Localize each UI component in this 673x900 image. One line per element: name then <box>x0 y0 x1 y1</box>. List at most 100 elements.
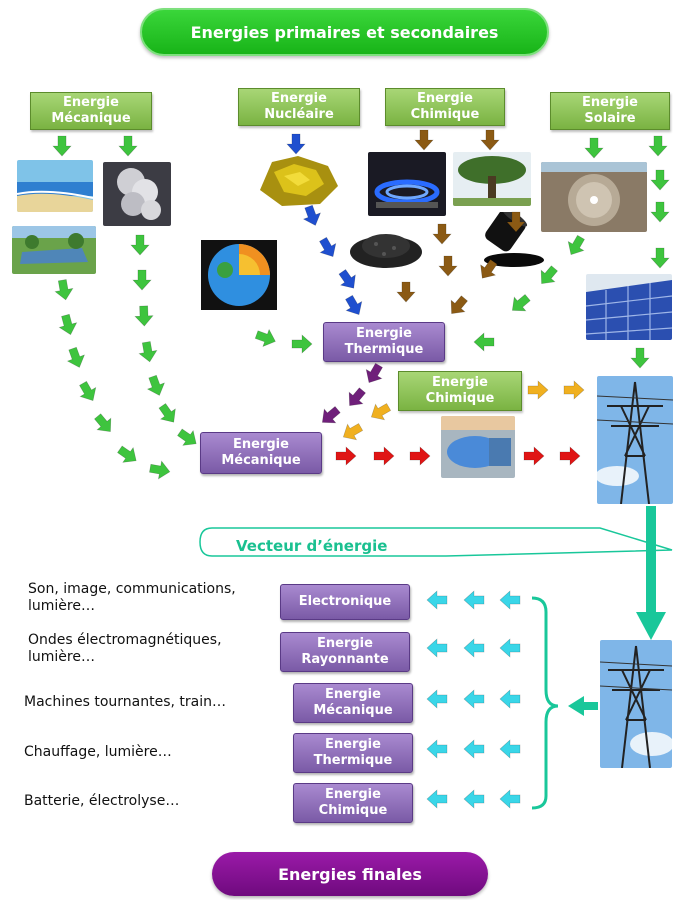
orange-arrow <box>563 380 585 400</box>
red-arrow <box>559 446 581 466</box>
final-box-thermique-line2: Thermique <box>313 753 393 768</box>
brown-arrow <box>480 259 498 279</box>
primary-box-solaire: Energie Solaire <box>550 92 670 130</box>
final-box-mecanique-line1: Energie <box>325 687 381 702</box>
final-box-electronique: Electronique <box>280 584 410 620</box>
final-box-chimique-line1: Energie <box>325 787 381 802</box>
primary-box-solaire-line1: Energie <box>582 95 638 110</box>
green-arrow <box>58 313 78 336</box>
power-pylon-image-top <box>597 376 673 504</box>
blue-arrow <box>338 269 356 289</box>
red-arrow <box>523 446 545 466</box>
conversion-box-chimique: Energie Chimique <box>398 371 522 411</box>
green-arrow <box>254 328 276 347</box>
primary-box-mecanique-line1: Energie <box>63 95 119 110</box>
final-box-thermique-line1: Energie <box>325 737 381 752</box>
primary-box-chimique-line2: Chimique <box>410 107 480 122</box>
final-use-description-chimique: Batterie, électrolyse… <box>24 793 179 810</box>
red-arrow <box>409 446 431 466</box>
bracket-arrow-head <box>568 696 584 716</box>
brown-arrow <box>438 255 458 277</box>
green-arrow <box>138 341 158 363</box>
gas-flame-image <box>368 152 446 216</box>
final-box-electronique-line1: Electronique <box>298 594 392 609</box>
green-arrow <box>630 347 650 369</box>
final-box-rayonnante-line1: Energie <box>317 636 373 651</box>
footer-title: Energies finales <box>278 864 422 884</box>
final-box-thermique: Energie Thermique <box>293 733 413 773</box>
conversion-box-thermique: Energie Thermique <box>323 322 445 362</box>
cyan-arrow <box>426 590 448 610</box>
lake-dam-image <box>12 226 96 274</box>
blue-arrow <box>345 294 363 316</box>
brown-arrow <box>480 129 500 151</box>
final-uses-bracket <box>531 596 559 810</box>
cyan-arrow <box>463 638 485 658</box>
vector-down-arrow-shaft <box>646 506 656 614</box>
green-arrow <box>540 265 558 285</box>
primary-box-mecanique: Energie Mécanique <box>30 92 152 130</box>
conversion-box-chimique-line2: Chimique <box>425 391 495 406</box>
cyan-arrow <box>426 739 448 759</box>
footer-title-pill: Energies finales <box>212 852 488 896</box>
vector-down-arrow-head <box>636 612 666 640</box>
final-box-mecanique-line2: Mécanique <box>313 703 393 718</box>
brown-arrow <box>506 211 526 233</box>
cyan-arrow <box>499 689 521 709</box>
blue-arrow <box>319 236 337 258</box>
vector-label: Vecteur d’énergie <box>236 537 388 555</box>
primary-box-chimique: Energie Chimique <box>385 88 505 126</box>
orange-arrow <box>370 403 392 421</box>
brown-arrow <box>450 295 468 315</box>
final-use-description-rayonnante-line2: lumière… <box>28 649 95 665</box>
solar-panel-image <box>586 274 672 340</box>
green-arrow <box>134 305 154 327</box>
generator-turbine-image <box>441 416 515 478</box>
conversion-box-thermique-line2: Thermique <box>344 342 424 357</box>
final-box-mecanique: Energie Mécanique <box>293 683 413 723</box>
final-box-rayonnante-line2: Rayonnante <box>301 652 389 667</box>
brown-arrow <box>432 223 452 245</box>
earth-core-image <box>201 240 277 310</box>
final-use-description-thermique: Chauffage, lumière… <box>24 744 172 761</box>
green-arrow <box>650 247 670 269</box>
green-arrow <box>130 234 150 256</box>
red-arrow <box>373 446 395 466</box>
green-arrow <box>94 413 112 433</box>
purple-arrow <box>365 362 383 384</box>
final-use-description-mecanique: Machines tournantes, train… <box>24 694 226 711</box>
green-arrow <box>584 137 604 159</box>
primary-box-nucleaire-line2: Nucléaire <box>264 107 334 122</box>
conversion-box-mecanique: Energie Mécanique <box>200 432 322 474</box>
conversion-box-mecanique-line2: Mécanique <box>221 453 301 468</box>
green-arrow <box>177 428 197 446</box>
green-arrow <box>650 169 670 191</box>
vector-callout-shape <box>199 527 673 557</box>
red-arrow <box>335 446 357 466</box>
final-use-description-chimique-line1: Batterie, électrolyse… <box>24 793 180 809</box>
final-use-description-electronique-line1: Son, image, communications, <box>28 581 236 597</box>
cyan-arrow <box>426 789 448 809</box>
cyan-arrow <box>499 789 521 809</box>
green-arrow <box>118 135 138 157</box>
cyan-arrow <box>426 689 448 709</box>
cyan-arrow <box>499 590 521 610</box>
coal-pile-image <box>350 234 422 268</box>
beach-waves-image <box>17 160 93 212</box>
cyan-arrow <box>499 638 521 658</box>
final-box-chimique-line2: Chimique <box>318 803 388 818</box>
steam-smoke-image <box>103 162 171 226</box>
final-box-chimique: Energie Chimique <box>293 783 413 823</box>
tree-image <box>453 152 531 206</box>
primary-box-nucleaire: Energie Nucléaire <box>238 88 360 126</box>
final-use-description-thermique-line1: Chauffage, lumière… <box>24 744 172 760</box>
cyan-arrow <box>426 638 448 658</box>
green-arrow <box>52 135 72 157</box>
green-arrow <box>291 334 313 354</box>
brown-arrow <box>414 129 434 151</box>
final-use-description-mecanique-line1: Machines tournantes, train… <box>24 694 226 710</box>
conversion-box-mecanique-line1: Energie <box>233 437 289 452</box>
green-arrow <box>132 269 152 291</box>
final-use-description-rayonnante-line1: Ondes électromagnétiques, <box>28 632 222 648</box>
